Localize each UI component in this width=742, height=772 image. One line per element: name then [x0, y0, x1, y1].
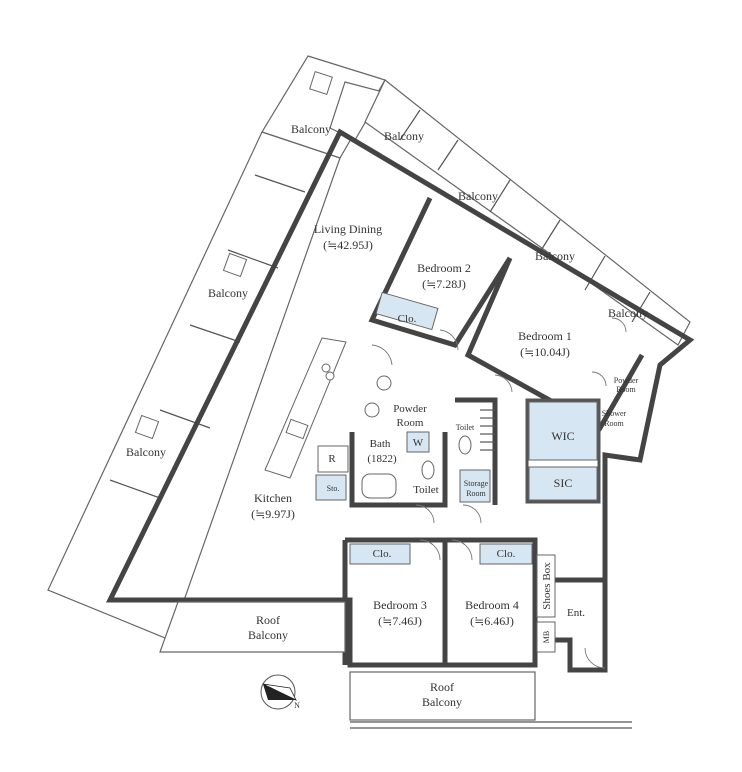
roof-balcony-left-line2: Balcony	[248, 628, 288, 642]
stairs	[480, 409, 495, 451]
roof-balcony-left-line1: Roof	[256, 613, 280, 627]
powder-room-word2: Room	[397, 417, 424, 429]
sto-area	[315, 474, 347, 501]
sink-icon	[285, 418, 309, 440]
refrigerator-label: R	[328, 453, 336, 465]
balcony-upper-right-strip	[364, 79, 691, 346]
compass-arrow-icon	[260, 674, 297, 710]
kitchen-counter	[264, 337, 349, 479]
roof-balcony-bottom-line2: Balcony	[422, 695, 462, 709]
balcony-label-top-left: Balcony	[291, 122, 331, 136]
balcony-label-top-right1: Balcony	[458, 189, 498, 203]
sto-label: Sto.	[327, 484, 340, 493]
bedroom1-area: (≒10.04J)	[520, 345, 570, 359]
basin-icon	[376, 375, 392, 391]
exterior-walls	[105, 128, 695, 673]
washer-label: W	[413, 437, 424, 449]
bedroom1-name: Bedroom 1	[518, 329, 572, 343]
powder-room-small-word2: Room	[616, 385, 636, 394]
storage-room-word2: Room	[466, 489, 486, 498]
bathtub-icon	[361, 473, 397, 499]
drain-icon	[134, 414, 160, 440]
meter-box	[536, 621, 556, 653]
shoes-box-label: Shoes Box	[541, 562, 553, 610]
kitchen-area: (≒9.97J)	[251, 507, 295, 521]
sic-label: SIC	[554, 476, 573, 490]
bedroom2-name: Bedroom 2	[417, 261, 471, 275]
closet-bedroom4-label: Clo.	[497, 548, 516, 560]
drain-icon	[309, 71, 333, 95]
bedroom3-name: Bedroom 3	[373, 598, 427, 612]
shoes-box	[536, 554, 556, 618]
balcony-top-left	[261, 55, 386, 159]
toilet-lower-label: Toilet	[413, 484, 439, 496]
roof-balcony-bottom-line1: Roof	[430, 680, 454, 694]
roof-balcony-bottom	[349, 671, 536, 721]
shower-room-word1: Shower	[602, 409, 627, 418]
storage-room-area	[459, 469, 491, 503]
balcony-left-strip	[47, 131, 341, 641]
toilet-upper-label: Toilet	[456, 423, 475, 432]
balcony-label-left-lower: Balcony	[126, 445, 166, 459]
bath-name: Bath	[370, 438, 391, 450]
living-dining-area: (≒42.95J)	[323, 238, 373, 252]
closet-bedroom2	[375, 291, 439, 331]
balcony-label-right: Balcony	[608, 306, 648, 320]
bedroom4-name: Bedroom 4	[465, 598, 519, 612]
roof-balcony-left	[159, 601, 346, 653]
wic-label: WIC	[551, 429, 574, 443]
shower-room-word2: Room	[604, 419, 624, 428]
bedroom3-area: (≒7.46J)	[378, 614, 422, 628]
mb-label: MB	[542, 631, 551, 643]
stove-burner-icon	[321, 363, 331, 373]
wic-area	[528, 401, 598, 461]
stove-burner-icon	[325, 371, 335, 381]
labels: Balcony Balcony Balcony Balcony Balcony …	[126, 122, 648, 710]
balcony-label-top-middle: Balcony	[384, 129, 424, 143]
closet-bedroom4	[479, 543, 533, 565]
powder-room-word1: Powder	[393, 403, 427, 415]
bath-size: (1822)	[367, 453, 397, 465]
balcony-label-top-right2: Balcony	[535, 249, 575, 263]
toilet-icon	[458, 435, 472, 455]
storage-room-word1: Storage	[464, 479, 489, 488]
interior-walls	[342, 196, 645, 665]
closet-bedroom2-label: Clo.	[398, 313, 417, 325]
closet-bedroom3-label: Clo.	[373, 548, 392, 560]
toilet-icon	[421, 460, 435, 480]
refrigerator-icon	[317, 445, 349, 473]
drain-icon	[222, 252, 248, 278]
powder-room-small-word1: Powder	[614, 376, 639, 385]
basin-icon	[364, 402, 380, 418]
compass-north-label: N	[294, 701, 300, 710]
balcony-label-left-middle: Balcony	[208, 286, 248, 300]
closet-bedroom3	[349, 543, 411, 565]
living-dining-name: Living Dining	[314, 222, 382, 236]
bedroom4-area: (≒6.46J)	[470, 614, 514, 628]
bedroom2-area: (≒7.28J)	[422, 277, 466, 291]
sic-area	[528, 466, 598, 501]
kitchen-name: Kitchen	[254, 491, 292, 505]
doors	[371, 317, 627, 669]
washer-area	[406, 431, 430, 453]
entrance-label: Ent.	[567, 607, 585, 619]
